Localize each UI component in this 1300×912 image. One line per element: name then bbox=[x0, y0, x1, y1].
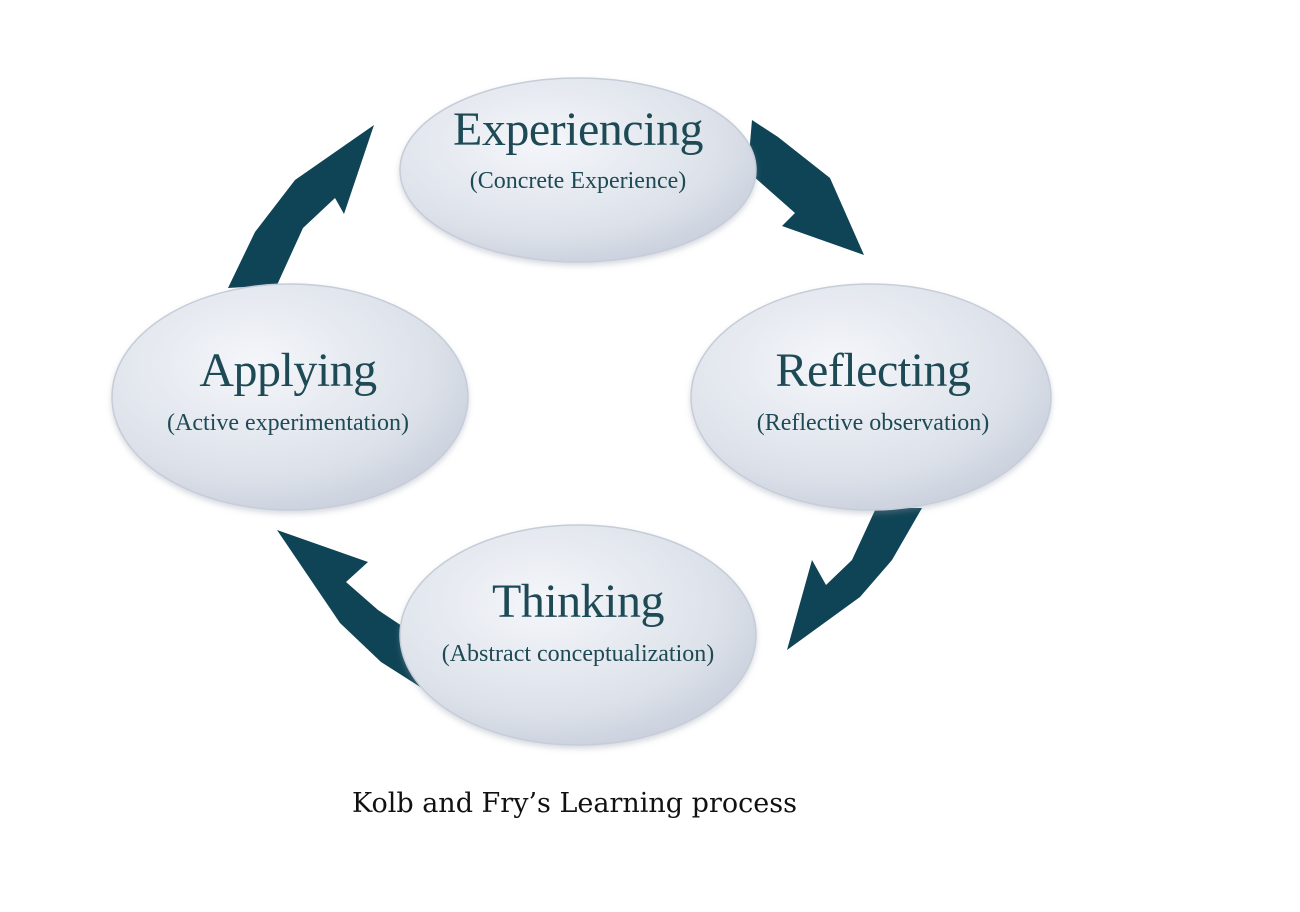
node-ellipse bbox=[399, 524, 757, 746]
arrow-experiencing-to-reflecting bbox=[748, 120, 864, 255]
node-ellipse bbox=[690, 283, 1052, 511]
arrow-reflecting-to-thinking bbox=[787, 508, 922, 650]
node-thinking: Thinking (Abstract conceptualization) bbox=[399, 524, 757, 746]
node-subtitle: (Active experimentation) bbox=[167, 410, 409, 436]
node-subtitle: (Concrete Experience) bbox=[470, 168, 687, 194]
arrow-thinking-to-applying bbox=[277, 530, 425, 690]
node-experiencing: Experiencing (Concrete Experience) bbox=[399, 77, 757, 263]
arrow-applying-to-experiencing bbox=[228, 125, 374, 288]
node-ellipse bbox=[111, 283, 469, 511]
diagram-caption: Kolb and Fry’s Learning process bbox=[352, 788, 797, 819]
node-applying: Applying (Active experimentation) bbox=[111, 283, 469, 511]
node-title: Applying bbox=[199, 344, 377, 397]
node-title: Reflecting bbox=[776, 344, 971, 397]
node-subtitle: (Abstract conceptualization) bbox=[442, 641, 715, 667]
node-reflecting: Reflecting (Reflective observation) bbox=[690, 283, 1052, 511]
node-subtitle: (Reflective observation) bbox=[757, 410, 990, 436]
node-ellipse bbox=[399, 77, 757, 263]
cycle-arrows bbox=[228, 120, 922, 690]
node-title: Thinking bbox=[492, 575, 664, 628]
node-title: Experiencing bbox=[453, 103, 703, 156]
